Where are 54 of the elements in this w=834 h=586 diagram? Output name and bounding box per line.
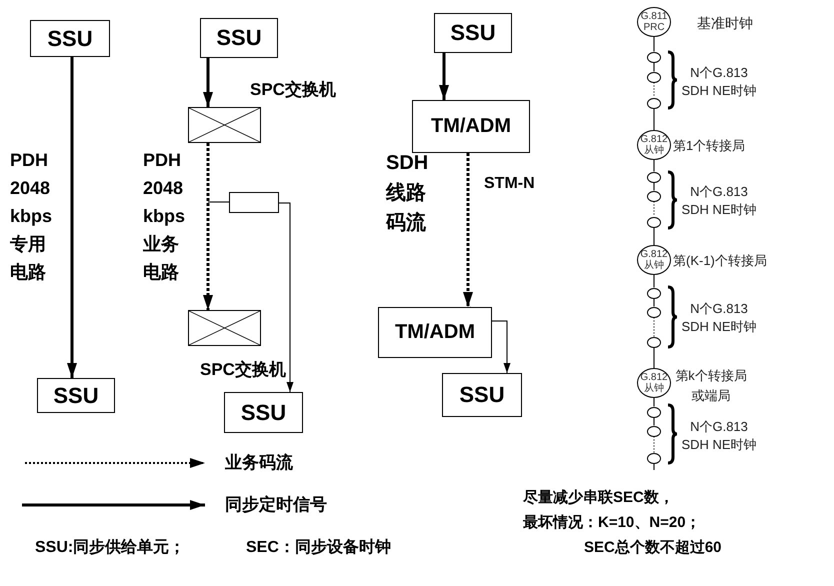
note-text: 最坏情况：K=10、N=20； [523, 513, 702, 533]
clock-ellipse [647, 190, 661, 202]
line-label: PDH 2048 kbps专用电路 [10, 149, 54, 284]
clock-ellipse [647, 306, 661, 318]
node-caption: 基准时钟 [697, 14, 754, 33]
brace-label: N个G.813 SDH NE时钟 [680, 300, 758, 336]
clock-ellipse: G.812 从钟 [637, 130, 671, 160]
clock-ellipse [647, 452, 661, 464]
legend-text: 业务码流 [225, 452, 293, 474]
arrow [439, 53, 449, 100]
node-caption: 第(K-1)个转接局 [673, 252, 768, 270]
unit-box: SSU [37, 378, 115, 413]
node-caption: SPC交换机 [250, 80, 337, 100]
clock-ellipse [647, 72, 661, 82]
node-caption: 第1个转接局 [673, 137, 746, 155]
line-label: STM-N [484, 174, 536, 194]
clock-ellipse [647, 406, 661, 418]
unit-box: SSU [30, 20, 110, 57]
brace-label: N个G.813 SDH NE时钟 [680, 183, 758, 219]
unit-box: SSU [434, 13, 512, 53]
arrow [203, 143, 213, 310]
node-caption: SPC交换机 [200, 360, 287, 380]
arrow [67, 57, 77, 378]
switch-box [188, 310, 261, 346]
line-label: SDH线路码流 [386, 151, 430, 236]
arrow [278, 202, 294, 392]
clock-ellipse [647, 426, 661, 436]
clock-ellipse [647, 336, 661, 348]
unit-box: SSU [200, 18, 278, 58]
clock-ellipse: G.812 从钟 [637, 368, 671, 398]
note-text: 尽量减少串联SEC数， [523, 488, 675, 508]
unit-box: SSU [442, 373, 522, 417]
clock-ellipse [647, 52, 661, 62]
note-text: SSU:同步供给单元； [35, 538, 186, 558]
unit-box: TM/ADM [412, 100, 530, 153]
unit-box: SSU [224, 392, 303, 433]
arrow [463, 153, 473, 307]
brace-label: N个G.813 SDH NE时钟 [680, 418, 758, 454]
small-box [229, 192, 279, 213]
brace-label: N个G.813 SDH NE时钟 [680, 64, 758, 100]
node-caption: 第k个转接局或端局 [674, 367, 748, 405]
switch-box [188, 107, 261, 143]
legend-text: 同步定时信号 [225, 494, 327, 516]
note-text: SEC：同步设备时钟 [246, 538, 392, 558]
clock-ellipse: G.812 从钟 [637, 245, 671, 275]
clock-ellipse [647, 216, 661, 228]
clock-ellipse [647, 172, 661, 182]
clock-ellipse: G.811 PRC [637, 7, 671, 37]
clock-ellipse [647, 98, 661, 108]
line-label: PDH 2048 kbps业务电路 [143, 149, 186, 284]
unit-box: TM/ADM [378, 307, 492, 358]
note-text: SEC总个数不超过60 [584, 538, 723, 558]
arrow [203, 58, 213, 107]
clock-ellipse [647, 288, 661, 298]
